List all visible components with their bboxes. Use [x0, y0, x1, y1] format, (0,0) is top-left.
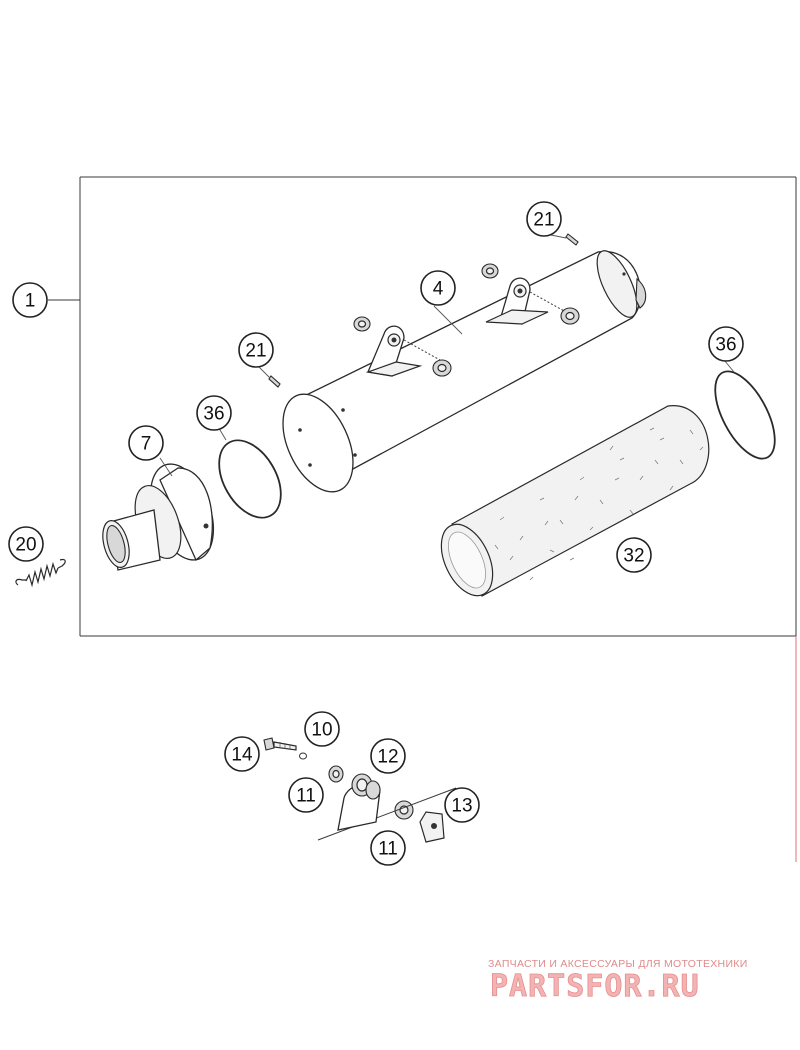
svg-text:36: 36	[715, 335, 736, 356]
callout-7: 7	[128, 425, 164, 461]
callout-20: 20	[8, 526, 44, 562]
svg-text:11: 11	[296, 786, 316, 807]
svg-text:21: 21	[245, 341, 266, 362]
watermark-logo: PARTSFOR.RU	[490, 969, 700, 1004]
svg-text:13: 13	[451, 796, 472, 817]
svg-text:32: 32	[623, 546, 644, 567]
spring-part	[15, 558, 66, 588]
svg-text:11: 11	[378, 839, 398, 860]
assembly-frame	[48, 176, 797, 862]
svg-text:1: 1	[25, 291, 36, 312]
svg-text:10: 10	[311, 720, 332, 741]
callout-11-upper: 11	[288, 777, 324, 813]
packing-part	[440, 405, 710, 597]
mount-washer-part	[299, 752, 307, 760]
callout-36-left: 36	[196, 395, 232, 431]
gasket-parts	[218, 370, 776, 519]
svg-text:7: 7	[141, 434, 152, 455]
callout-21-lower: 21	[238, 332, 274, 368]
mount-bushing-part	[328, 765, 414, 820]
callout-11-lower: 11	[370, 830, 406, 866]
bracket-washers	[353, 263, 580, 377]
mount-bolt-part	[263, 737, 297, 751]
callout-21-upper: 21	[526, 201, 562, 237]
callout-4: 4	[420, 270, 456, 306]
callout-1: 1	[12, 282, 48, 318]
svg-text:36: 36	[203, 404, 224, 425]
callout-12: 12	[370, 738, 406, 774]
watermark-caption: ЗАПЧАСТИ И АКСЕССУАРЫ ДЛЯ МОТОТЕХНИКИ	[488, 958, 748, 970]
inlet-end-cap	[102, 463, 215, 571]
rivet-parts	[268, 233, 579, 388]
callout-36-right: 36	[708, 326, 744, 362]
watermark: ЗАПЧАСТИ И АКСЕССУАРЫ ДЛЯ МОТОТЕХНИКИ PA…	[488, 958, 748, 1004]
callout-14: 14	[224, 736, 260, 772]
svg-text:21: 21	[533, 210, 554, 231]
svg-text:14: 14	[231, 745, 253, 766]
mount-bracket-part	[317, 773, 457, 841]
callout-32: 32	[616, 537, 652, 573]
silencer-body	[282, 250, 647, 493]
svg-text:12: 12	[377, 747, 398, 768]
svg-text:20: 20	[15, 535, 36, 556]
svg-text:4: 4	[433, 279, 444, 300]
callout-13: 13	[444, 787, 480, 823]
mount-nut-part	[419, 811, 445, 843]
callout-10: 10	[304, 711, 340, 747]
